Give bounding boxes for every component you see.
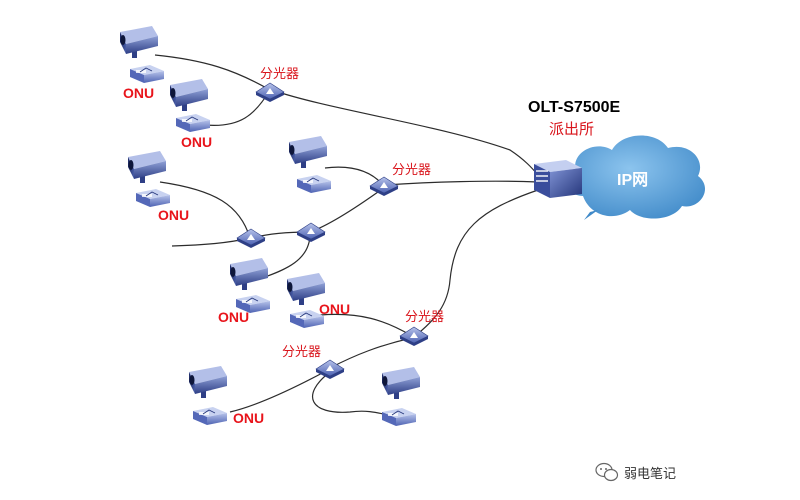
link-splitter5-splitter6	[329, 337, 413, 369]
cloud-icon	[568, 135, 706, 219]
splitter-label: 分光器	[282, 345, 321, 360]
cctv-camera-icon	[170, 79, 208, 111]
cctv-camera-icon	[189, 366, 227, 398]
link-cam1-splitter1	[154, 54, 271, 91]
optical-splitter-icon	[236, 228, 266, 249]
link-olt-splitter5	[414, 189, 539, 337]
onu-label: ONU	[233, 410, 264, 426]
olt-switch-icon	[534, 160, 582, 198]
onu-label: ONU	[158, 207, 189, 223]
optical-splitter-icon	[296, 222, 326, 243]
link-cam4-splitter3	[159, 181, 251, 239]
onu-label: ONU	[218, 309, 249, 325]
cctv-camera-icon	[230, 258, 268, 290]
optical-splitter-icon	[369, 176, 399, 197]
splitter-label: 分光器	[260, 67, 299, 82]
optical-splitter-icon	[399, 326, 429, 347]
olt-location-label: 派出所	[549, 120, 594, 138]
onu-label: ONU	[181, 134, 212, 150]
wechat-icon	[595, 462, 619, 482]
link-cam3-splitter2	[324, 166, 384, 186]
olt-model-label: OLT-S7500E	[528, 99, 621, 116]
link-splitter2-olt	[384, 180, 539, 186]
onu-device-icon	[192, 406, 228, 426]
optical-splitter-icon	[255, 82, 285, 103]
ip-network-label: IP网	[617, 171, 648, 189]
onu-label: ONU	[319, 301, 350, 317]
onu-device-icon	[175, 113, 211, 133]
onu-device-icon	[135, 188, 171, 208]
link-splitter6-cam7	[229, 369, 329, 413]
splitter-label: 分光器	[405, 310, 444, 325]
onu-device-icon	[381, 407, 417, 427]
watermark: 弱电笔记	[595, 462, 676, 482]
onu-label: ONU	[123, 85, 154, 101]
cctv-camera-icon	[128, 151, 166, 183]
link-splitter4-cam5	[261, 233, 311, 279]
cctv-camera-icon	[382, 367, 420, 399]
watermark-text: 弱电笔记	[624, 466, 676, 482]
link-splitter6-cam8	[312, 371, 389, 416]
ip-network-cloud: IP网	[568, 135, 706, 220]
cctv-camera-icon	[289, 136, 327, 168]
olt-switch	[534, 160, 582, 198]
link-splitter1-olt	[271, 89, 539, 176]
splitter-label: 分光器	[392, 163, 431, 178]
link-splitter2-splitter4	[309, 186, 386, 233]
link-cam6-splitter5	[319, 313, 413, 337]
onu-device-icon	[296, 174, 332, 194]
fiber-links	[154, 54, 539, 416]
onu-device-icon	[129, 64, 165, 84]
cctv-camera-icon	[120, 26, 158, 58]
